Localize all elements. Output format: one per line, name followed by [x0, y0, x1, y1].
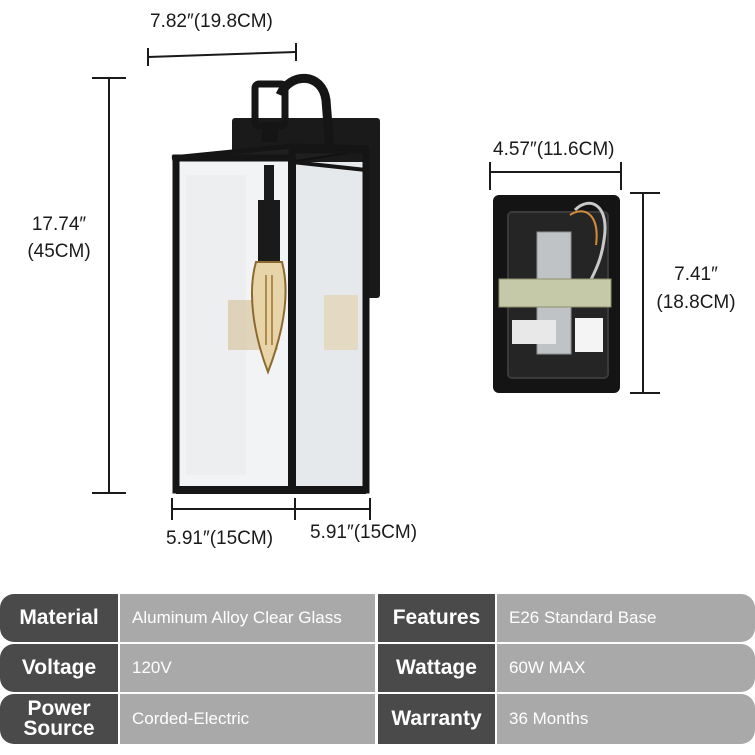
spec-label-warranty: Warranty: [378, 694, 495, 744]
product-dimension-figure: 7.82″(19.8CM) 17.74″ (45CM) 5.91″(15CM) …: [27, 11, 736, 549]
spec-value-wattage: 60W MAX: [497, 644, 755, 692]
lantern: [171, 73, 380, 494]
bulb-socket: [258, 200, 280, 262]
lantern-illustration: [92, 43, 660, 520]
spec-value-material: Aluminum Alloy Clear Glass: [120, 594, 375, 642]
spec-label-features: Features: [378, 594, 495, 642]
spec-label-power-source: Power Source: [0, 694, 118, 744]
spec-value-voltage: 120V: [120, 644, 375, 692]
spec-label-wattage: Wattage: [378, 644, 495, 692]
backplate-height-line2: (18.8CM): [656, 292, 736, 313]
height-label-line2: (45CM): [27, 241, 91, 262]
backplate-height-line1: 7.41″: [674, 264, 718, 285]
spec-value-power-source: Corded-Electric: [120, 694, 375, 744]
spec-label-power-source-line2: Source: [23, 717, 95, 740]
top-width-label: 7.82″(19.8CM): [150, 11, 273, 32]
height-label-line1: 17.74″: [31, 214, 87, 235]
spec-value-features: E26 Standard Base: [497, 594, 755, 642]
top-width-line: [147, 51, 297, 58]
spec-table: Material Aluminum Alloy Clear Glass Feat…: [0, 594, 755, 750]
spec-label-voltage: Voltage: [0, 644, 118, 692]
spec-value-warranty: 36 Months: [497, 694, 755, 744]
dimension-lines: [92, 43, 660, 520]
backplate-width-label: 4.57″(11.6CM): [493, 139, 615, 160]
spec-label-power-source-line1: Power: [27, 697, 91, 720]
mounting-bracket: [498, 278, 612, 308]
front-width-label: 5.91″(15CM): [166, 528, 274, 549]
mounting-backplate: [493, 195, 620, 393]
edison-bulb: [251, 261, 287, 375]
spec-label-material: Material: [0, 594, 118, 642]
side-width-label: 5.91″(15CM): [310, 522, 418, 543]
